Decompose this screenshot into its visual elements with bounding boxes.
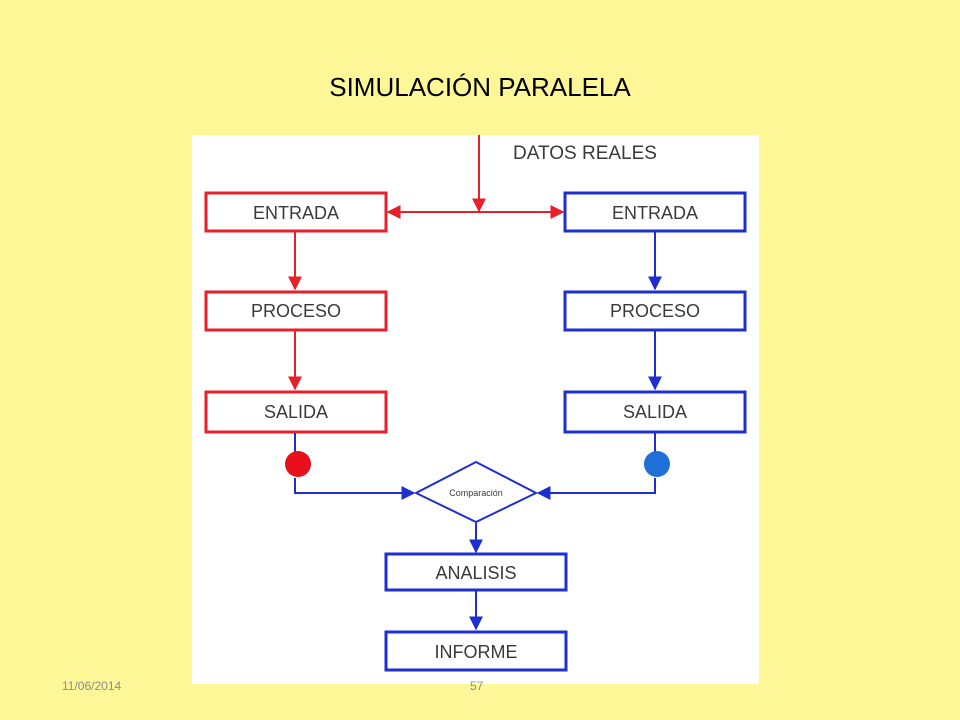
slide-title: SIMULACIÓN PARALELA (329, 72, 631, 102)
right-proceso-box: PROCESO (563, 290, 747, 332)
left-entrada-box: ENTRADA (204, 191, 388, 233)
left-proceso-box: PROCESO (204, 290, 388, 332)
left-salida-box: SALIDA (204, 390, 388, 434)
right-salida-box: SALIDA (563, 390, 747, 434)
comparison-label: Comparación (449, 488, 503, 498)
right-proceso-label: PROCESO (610, 301, 700, 321)
right-entrada-label: ENTRADA (612, 203, 698, 223)
report-label: INFORME (435, 642, 518, 662)
left-proceso-label: PROCESO (251, 301, 341, 321)
left-to-compare-arrow (294, 478, 416, 500)
comparison-diamond: Comparación (413, 460, 539, 524)
left-output-dot (285, 451, 311, 477)
right-salida-label: SALIDA (623, 402, 687, 422)
flow-diagram: DATOS REALES ENTRADA PROCESO SALIDA ENTR… (204, 135, 747, 672)
right-output-dot (644, 451, 670, 477)
diagram-panel: DATOS REALES ENTRADA PROCESO SALIDA ENTR… (192, 135, 759, 684)
right-entrada-box: ENTRADA (563, 191, 747, 233)
analysis-box: ANALISIS (384, 552, 568, 592)
report-box: INFORME (384, 630, 568, 672)
footer-date: 11/06/2014 (62, 679, 122, 693)
left-salida-label: SALIDA (264, 402, 328, 422)
footer-page-number: 57 (470, 679, 484, 693)
right-to-compare-arrow (536, 478, 656, 500)
source-label: DATOS REALES (513, 143, 657, 164)
left-entrada-label: ENTRADA (253, 203, 339, 223)
analysis-label: ANALISIS (435, 563, 516, 583)
